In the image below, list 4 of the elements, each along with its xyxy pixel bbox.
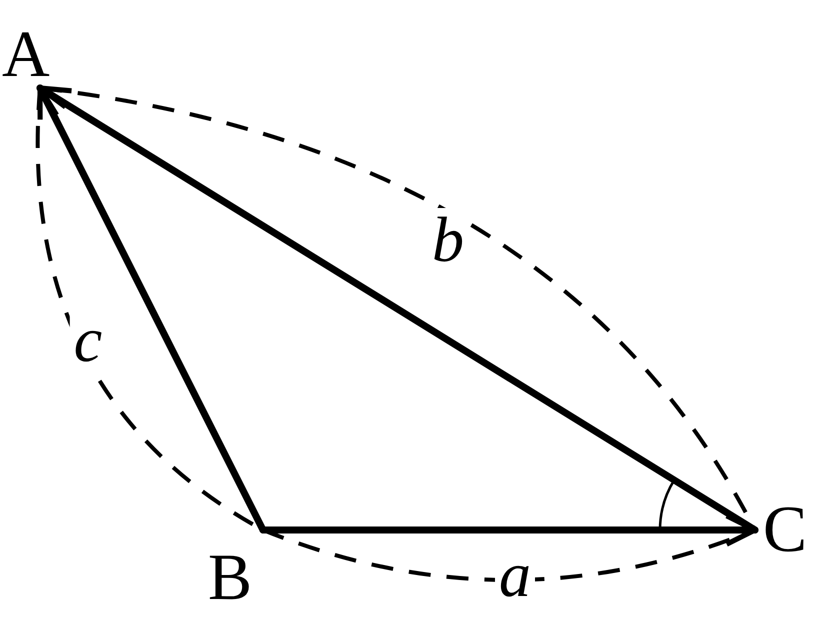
- vector-arrow: [260, 513, 758, 547]
- vertex-label: B: [208, 545, 252, 611]
- vertex-label: C: [763, 497, 808, 563]
- vertex-label: A: [2, 22, 50, 88]
